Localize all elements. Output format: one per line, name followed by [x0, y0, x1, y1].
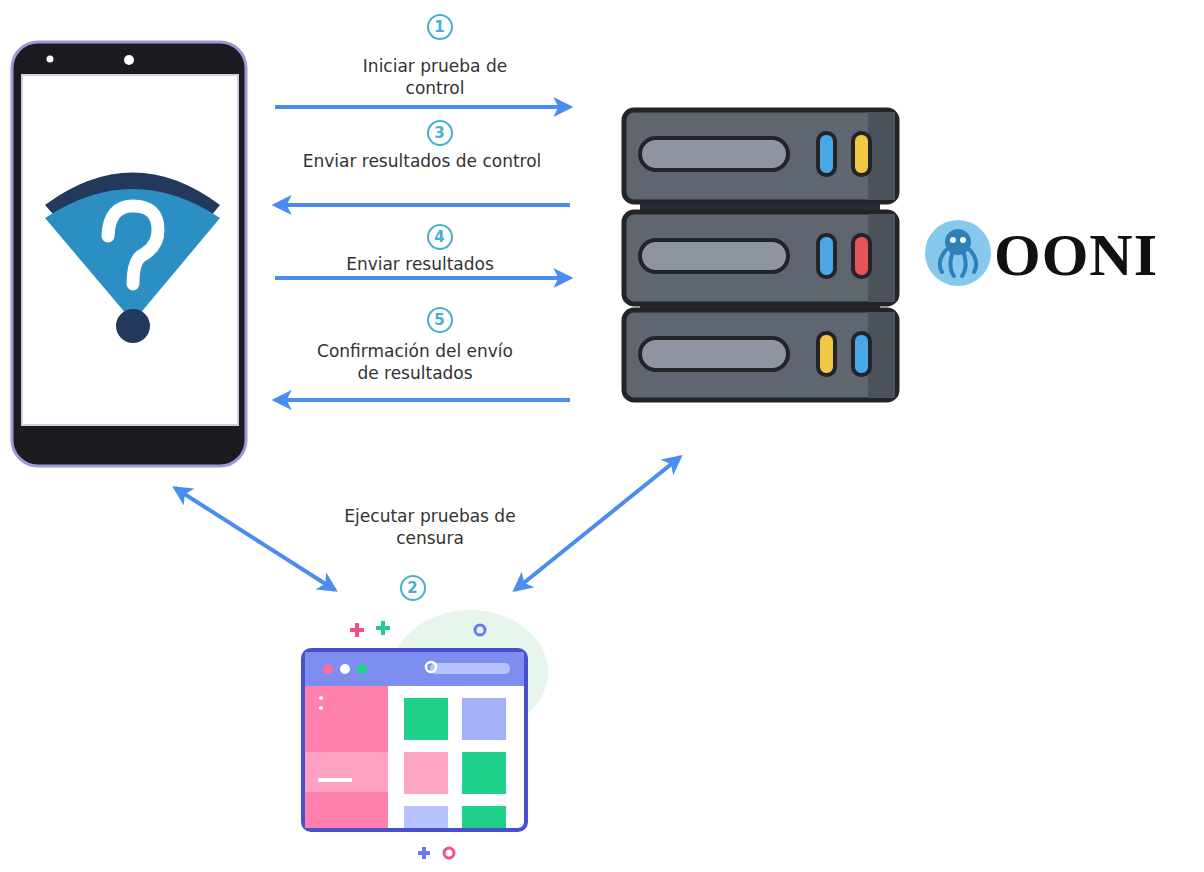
phone-illustration [12, 42, 246, 466]
server-illustration [624, 110, 897, 400]
flow-arrow [275, 105, 570, 109]
flow-arrow [515, 457, 680, 590]
flow-arrow [275, 398, 570, 402]
callout-number: 5 [427, 307, 453, 333]
flow-arrow [275, 203, 570, 207]
flow-arrow [275, 276, 570, 280]
flow-arrow [175, 488, 335, 590]
edge-label: Iniciar prueba de control [335, 55, 535, 99]
edge-label: Enviar resultados [310, 253, 530, 275]
browser-illustration [303, 610, 548, 859]
callout-number: 1 [427, 14, 453, 40]
logo-text: OONI [994, 220, 1158, 290]
server-node: OONI [620, 105, 900, 402]
edge-label: Enviar resultados de control [300, 150, 545, 172]
edge-label: Ejecutar pruebas de censura [341, 505, 519, 549]
browser-node [300, 612, 530, 867]
phone-node [10, 40, 248, 468]
edge-label: Confirmación del envío de resultados [308, 340, 523, 384]
callout-number: 4 [427, 224, 453, 250]
ooni-logo [925, 220, 991, 286]
callout-number: 2 [400, 575, 426, 601]
callout-number: 3 [427, 120, 453, 146]
